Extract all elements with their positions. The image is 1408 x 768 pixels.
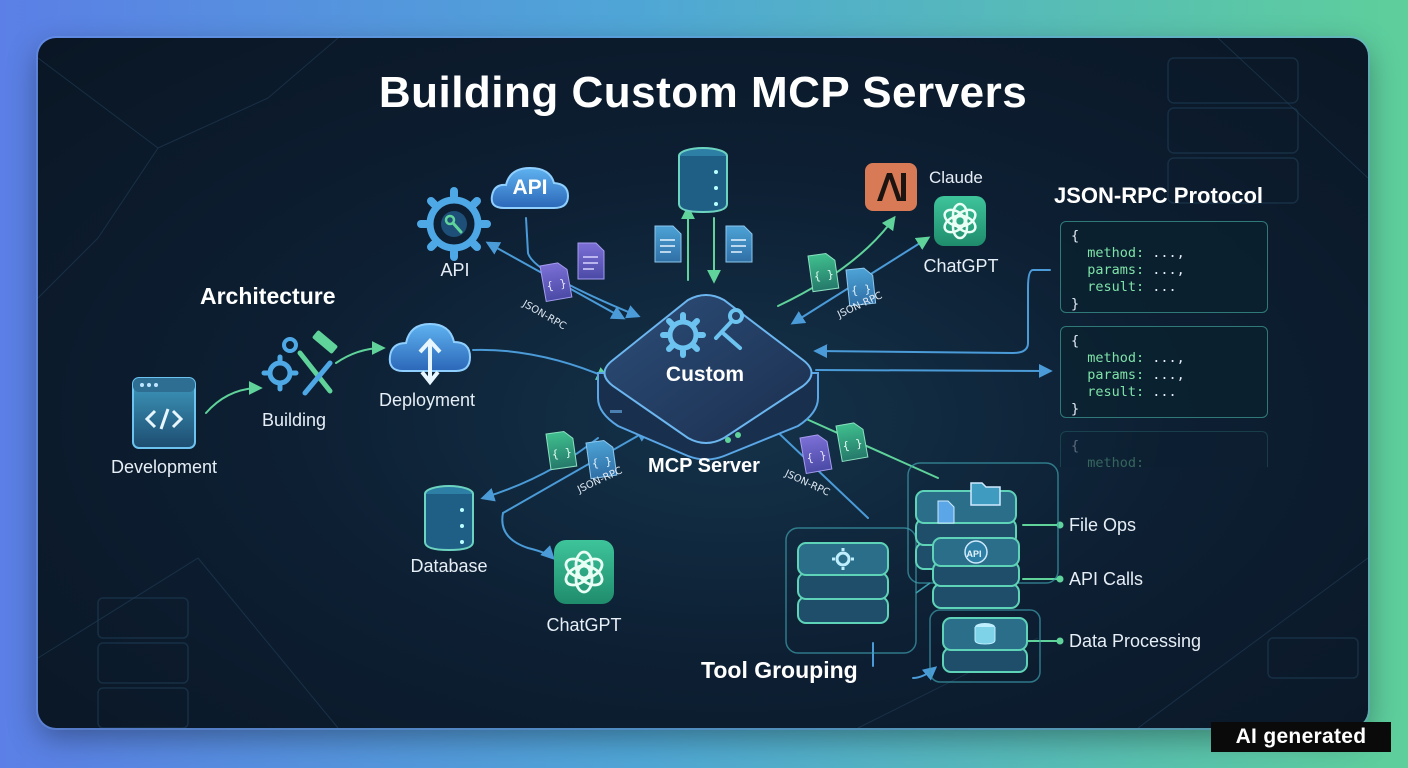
json-rpc-code-block-1: { method: ..., params: ..., result: ... …: [1060, 221, 1268, 313]
json-doc-icon-4: { }: [545, 430, 578, 471]
database-top-icon[interactable]: [678, 147, 728, 214]
ai-generated-badge: AI generated: [1211, 722, 1391, 752]
code-value: ...,: [1144, 367, 1185, 383]
page-title: Building Custom MCP Servers: [378, 68, 1028, 117]
arrow-tool-grouping-small: [912, 666, 938, 681]
data-processing-label: Data Processing: [1069, 631, 1202, 651]
svg-text:{ }: { }: [813, 268, 834, 284]
doc-icon-purple-1: [577, 242, 605, 280]
server-caption-label: MCP Server: [648, 455, 760, 477]
json-doc-icon-5: { }: [585, 439, 618, 480]
code-key: method:: [1087, 455, 1145, 467]
building-label: Building: [261, 410, 327, 430]
api-cloud-label: API: [512, 176, 548, 199]
svg-text:{ }: { }: [551, 446, 572, 462]
tool-grouping-heading: Tool Grouping: [701, 657, 858, 683]
code-key: method:: [1087, 245, 1145, 261]
api-cloud-icon[interactable]: [490, 166, 570, 209]
svg-text:{ }: { }: [546, 277, 568, 293]
background-server-racks: [97, 57, 1359, 728]
api-gear-label: API: [440, 260, 470, 280]
tool-stack-gear[interactable]: [797, 542, 889, 624]
file-ops-label: File Ops: [1069, 515, 1137, 535]
api-gear-icon[interactable]: [417, 187, 491, 261]
doc-icon-blue-1: [654, 225, 682, 263]
arrow-building-to-deployment: [335, 341, 386, 364]
architecture-heading: Architecture: [200, 283, 336, 309]
code-line: }: [1071, 401, 1080, 417]
json-doc-icon-6: { }: [799, 434, 833, 475]
code-line: {: [1071, 228, 1080, 244]
deployment-label: Deployment: [378, 390, 476, 410]
api-chip-label: API: [966, 549, 982, 559]
arrow-chatgpt-bottom-to-server: [501, 512, 555, 560]
code-line: }: [1071, 296, 1080, 312]
json-rpc-heading: JSON-RPC Protocol: [1054, 183, 1264, 208]
svg-text:{ }: { }: [591, 455, 612, 471]
chatgpt-bottom-icon[interactable]: [554, 540, 614, 604]
tool-stack-api[interactable]: [932, 537, 1020, 609]
server-wrench-icon: [714, 308, 744, 350]
svg-text:{ }: { }: [806, 449, 828, 465]
doc-icon-blue-2: [725, 225, 753, 263]
code-line: {: [1071, 333, 1080, 349]
api-calls-label: API Calls: [1069, 569, 1144, 589]
tool-stack-data[interactable]: [942, 617, 1028, 673]
connectors: [205, 205, 1059, 681]
code-window-icon[interactable]: [132, 377, 196, 449]
json-doc-icon-3: { }: [845, 267, 877, 307]
code-line: {: [1071, 438, 1080, 454]
arrow-deployment-to-server: [472, 348, 611, 381]
arrow-server-to-code: [815, 363, 1053, 378]
server-name-label: Custom: [665, 363, 745, 386]
json-doc-icon-7: { }: [835, 422, 869, 463]
development-label: Development: [110, 457, 218, 477]
claude-label: Claude: [929, 168, 983, 187]
diagram-canvas: { } { } { } { } { }: [38, 38, 1368, 728]
code-key: result:: [1087, 384, 1145, 400]
diagram-card: { } { } { } { } { }: [38, 38, 1368, 728]
document-icons: { } { } { } { } { }: [539, 225, 877, 480]
code-key: result:: [1087, 279, 1145, 295]
arrow-code-to-server: [813, 269, 1051, 359]
code-value: ...: [1144, 384, 1177, 400]
code-value: ...,: [1144, 350, 1185, 366]
chatgpt-top-label: ChatGPT: [923, 256, 999, 276]
json-doc-icon-2: { }: [807, 252, 840, 293]
code-value: ...: [1144, 279, 1177, 295]
json-doc-icon-1: { }: [539, 262, 573, 303]
svg-text:{ }: { }: [851, 283, 872, 298]
database-label: Database: [410, 556, 488, 576]
json-rpc-code-block-faded: { method:: [1060, 431, 1268, 467]
building-tools-icon[interactable]: [261, 330, 338, 396]
code-key: method:: [1087, 350, 1145, 366]
json-rpc-code-block-2: { method: ..., params: ..., result: ... …: [1060, 326, 1268, 418]
code-value: ...,: [1144, 262, 1185, 278]
mcp-server-box[interactable]: [597, 294, 819, 461]
code-value: ...,: [1144, 245, 1185, 261]
svg-text:{ }: { }: [842, 437, 864, 453]
code-key: params:: [1087, 262, 1145, 278]
claude-glyph-icon: [877, 173, 906, 201]
chatgpt-bottom-label: ChatGPT: [546, 615, 622, 635]
arrow-chatgpt-bottom-to-server-up: [502, 428, 651, 514]
arrow-dev-to-building: [205, 381, 263, 414]
server-gear-icon: [660, 312, 706, 358]
database-bottom-icon[interactable]: [424, 485, 474, 552]
code-key: params:: [1087, 367, 1145, 383]
deployment-cloud-icon[interactable]: [388, 322, 472, 386]
chatgpt-top-icon[interactable]: [934, 196, 986, 246]
